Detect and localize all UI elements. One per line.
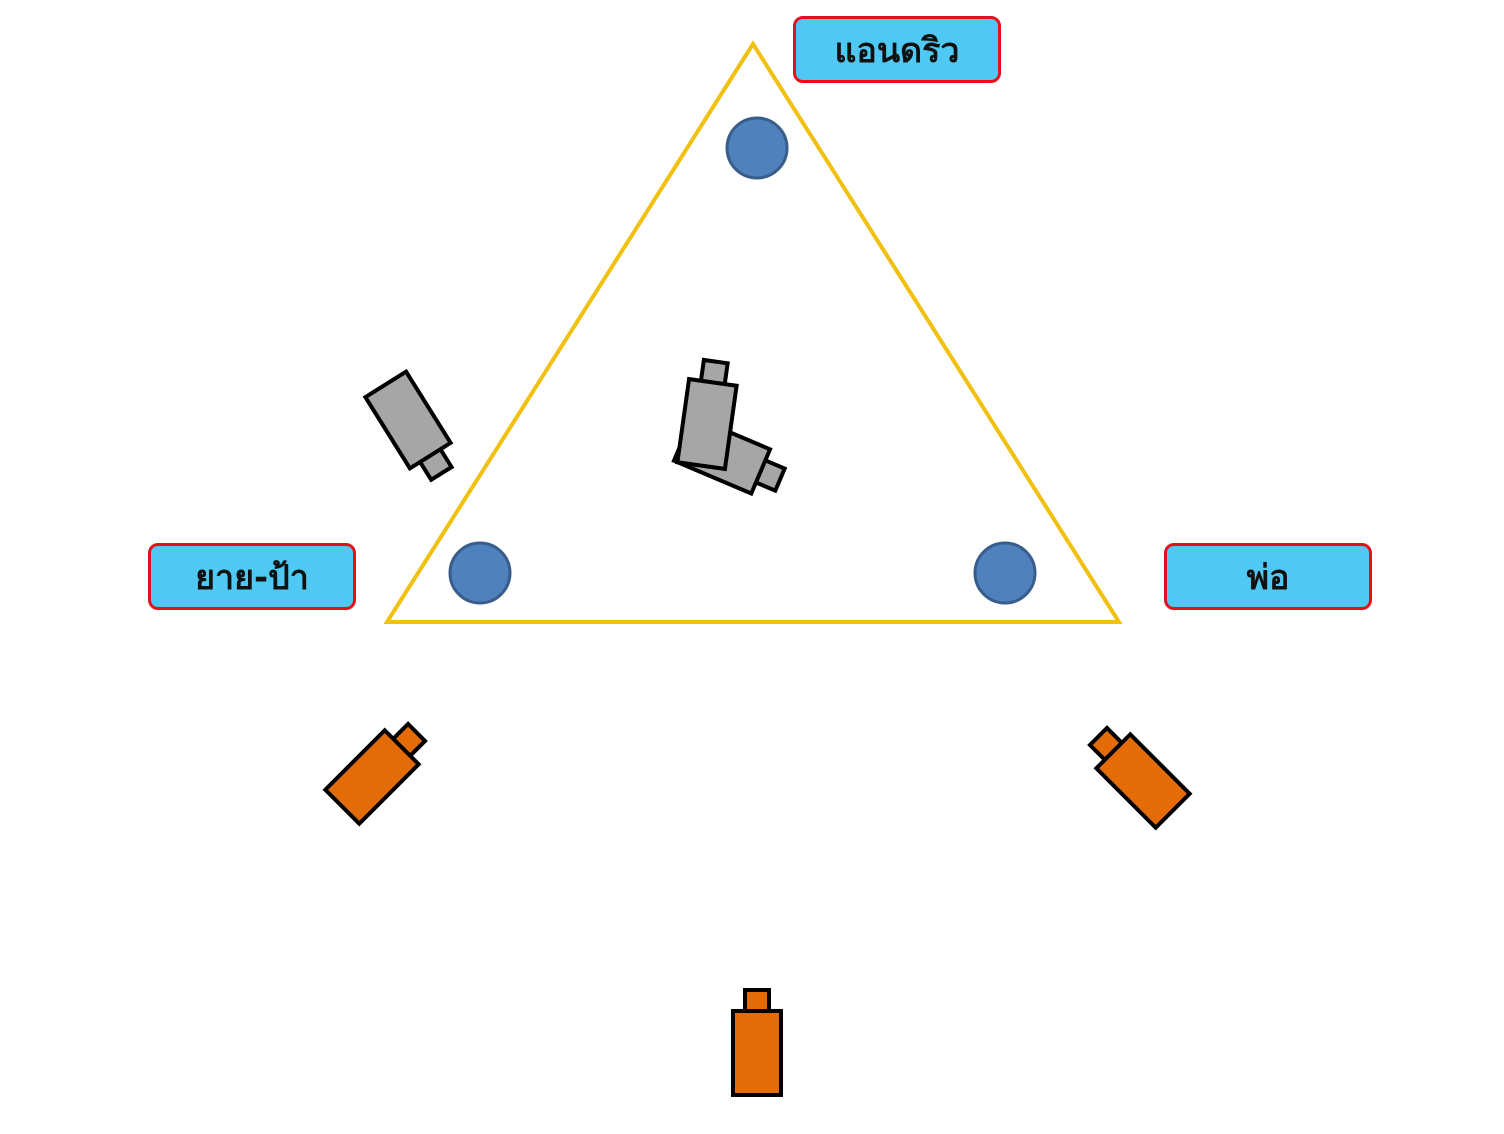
person-right [973,541,1037,605]
label-father: พ่อ [1164,543,1372,610]
label-grandma-aunt: ยาย-ป้า [148,543,356,610]
camera-orange-bottom [731,988,783,1097]
person-left [448,541,512,605]
camera-orange-right [1081,719,1189,827]
label-andrew: แอนดริว [793,16,1001,83]
camera-orange-left [325,715,433,823]
person-top [725,116,789,180]
camera-gray-left [363,369,464,489]
triangle-stage [383,40,1123,624]
